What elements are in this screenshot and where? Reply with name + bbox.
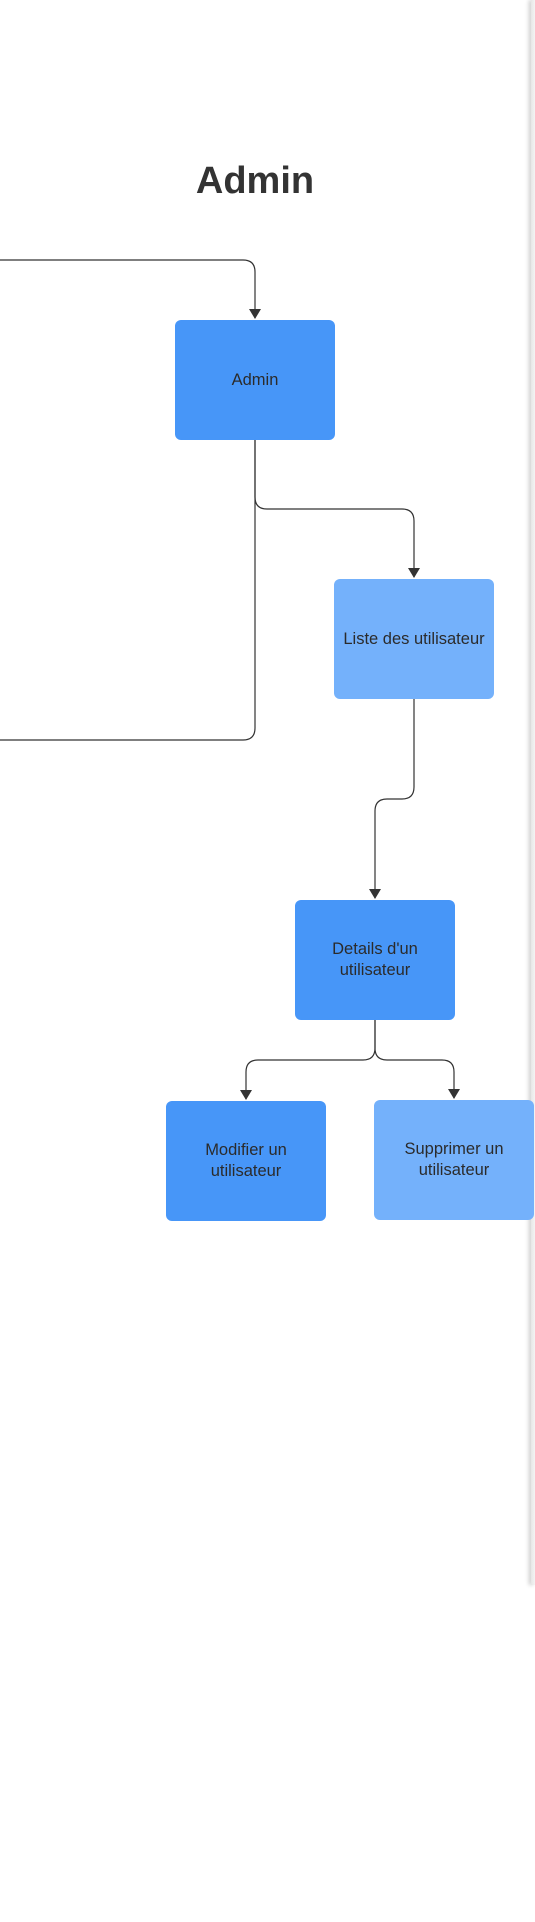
node-edit-user[interactable]: Modifier un utilisateur <box>166 1101 326 1221</box>
edge-user-list-to-details <box>369 699 415 899</box>
page-edge-shadow <box>531 0 535 1585</box>
edge-details-to-delete <box>374 1020 460 1099</box>
edge-admin-to-left <box>0 440 256 741</box>
node-edit-user-label: Modifier un utilisateur <box>205 1141 287 1180</box>
diagram-title: Admin <box>195 160 315 202</box>
edge-admin-to-user-list <box>254 440 420 578</box>
node-user-list-label: Liste des utilisateur <box>343 629 485 648</box>
edge-incoming-to-admin <box>0 259 261 319</box>
node-delete-user[interactable]: Supprimer un utilisateur <box>374 1100 534 1220</box>
node-user-details-label: Details d'un utilisateur <box>332 940 418 979</box>
node-admin-label: Admin <box>231 370 279 389</box>
edge-details-to-edit <box>240 1020 376 1100</box>
node-admin[interactable]: Admin <box>175 320 335 440</box>
node-user-details[interactable]: Details d'un utilisateur <box>295 900 455 1020</box>
node-user-list[interactable]: Liste des utilisateur <box>334 579 494 699</box>
node-delete-user-label: Supprimer un utilisateur <box>404 1140 504 1179</box>
